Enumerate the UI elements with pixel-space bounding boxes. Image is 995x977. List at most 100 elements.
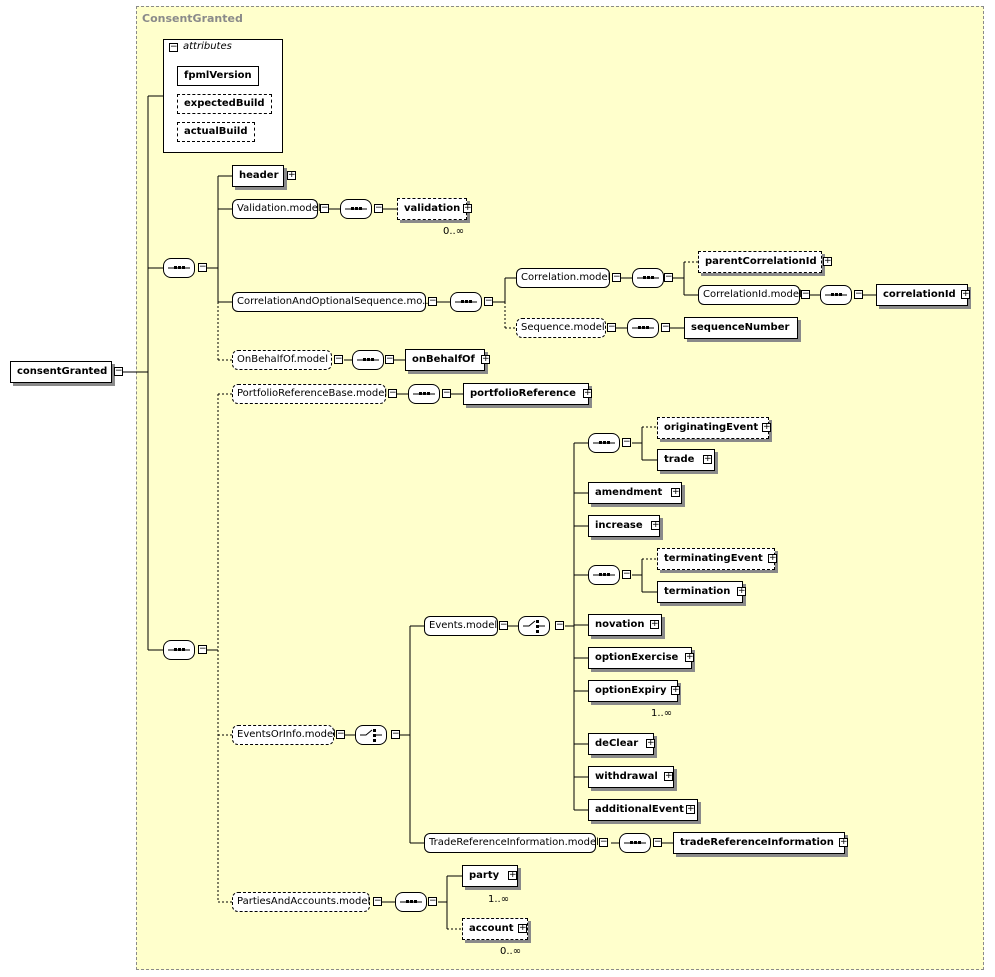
- element-portfolioReference[interactable]: portfolioReference: [463, 383, 589, 405]
- compositor-glyph: [637, 276, 659, 279]
- minus-box-icon[interactable]: −: [336, 729, 345, 739]
- minus-box-icon[interactable]: −: [607, 322, 616, 332]
- group-onBehalfOf-model[interactable]: OnBehalfOf.model: [232, 350, 332, 370]
- minus-box-icon[interactable]: −: [334, 354, 343, 364]
- element-increase[interactable]: increase: [588, 515, 660, 537]
- label: terminatingEvent: [664, 553, 763, 564]
- attr-actualBuild[interactable]: actualBuild: [177, 122, 255, 142]
- compositor-glyph: [624, 841, 646, 844]
- minus-box-icon[interactable]: −: [373, 896, 382, 906]
- plus-box-icon[interactable]: +: [671, 487, 680, 497]
- element-additionalEvent[interactable]: additionalEvent: [588, 799, 698, 821]
- group-correlationId-model[interactable]: CorrelationId.model: [698, 285, 802, 305]
- element-novation[interactable]: novation: [588, 614, 662, 636]
- element-correlationId[interactable]: correlationId: [876, 284, 968, 306]
- minus-box-icon[interactable]: −: [484, 296, 493, 306]
- plus-box-icon[interactable]: +: [686, 804, 695, 814]
- compositor-glyph: [523, 620, 545, 633]
- group-tradeReferenceInformation-model[interactable]: TradeReferenceInformation.model: [424, 833, 599, 853]
- element-party[interactable]: party: [462, 865, 518, 887]
- plus-box-icon[interactable]: +: [463, 203, 472, 213]
- minus-box-icon[interactable]: −: [391, 729, 400, 739]
- plus-box-icon[interactable]: +: [651, 520, 660, 530]
- element-tradeReferenceInformation[interactable]: tradeReferenceInformation: [673, 832, 845, 854]
- minus-box-icon[interactable]: −: [555, 620, 564, 630]
- minus-box-icon[interactable]: −: [661, 322, 670, 332]
- plus-box-icon[interactable]: +: [287, 170, 296, 180]
- group-validation-model[interactable]: Validation.model: [232, 199, 321, 219]
- element-onBehalfOf[interactable]: onBehalfOf: [405, 349, 485, 371]
- minus-box-icon[interactable]: −: [801, 289, 810, 299]
- element-optionExpiry[interactable]: optionExpiry: [588, 680, 678, 702]
- plus-box-icon[interactable]: +: [646, 738, 655, 748]
- minus-box-icon[interactable]: −: [622, 437, 631, 447]
- attr-fpmlVersion[interactable]: fpmlVersion: [177, 66, 259, 86]
- minus-box-icon[interactable]: −: [114, 366, 123, 376]
- minus-box-icon[interactable]: −: [198, 644, 207, 654]
- element-trade[interactable]: trade: [657, 449, 715, 471]
- plus-box-icon[interactable]: +: [508, 870, 517, 880]
- root-element[interactable]: consentGranted: [10, 361, 112, 383]
- plus-box-icon[interactable]: +: [703, 454, 712, 464]
- label: originatingEvent: [664, 422, 759, 433]
- minus-box-icon[interactable]: −: [374, 203, 383, 213]
- plus-box-icon[interactable]: +: [737, 586, 746, 596]
- label: TradeReferenceInformation.model: [429, 837, 599, 848]
- plus-box-icon[interactable]: +: [685, 652, 694, 662]
- minus-box-icon[interactable]: −: [622, 569, 631, 579]
- minus-box-icon[interactable]: −: [599, 837, 608, 847]
- plus-box-icon[interactable]: +: [664, 771, 673, 781]
- plus-box-icon[interactable]: +: [839, 837, 848, 847]
- group-portfolioReferenceBase-model[interactable]: PortfolioReferenceBase.model: [232, 384, 387, 404]
- multiplicity: 1..∞: [488, 894, 510, 905]
- label: portfolioReference: [470, 388, 576, 399]
- minus-box-icon[interactable]: −: [428, 896, 437, 906]
- element-originatingEvent[interactable]: originatingEvent: [657, 417, 769, 439]
- element-deClear[interactable]: deClear: [588, 733, 654, 755]
- minus-box-icon[interactable]: −: [385, 354, 394, 364]
- plus-box-icon[interactable]: +: [762, 422, 771, 432]
- minus-box-icon[interactable]: −: [612, 272, 621, 282]
- minus-box-icon[interactable]: −: [442, 388, 451, 398]
- plus-box-icon[interactable]: +: [481, 354, 490, 364]
- group-events-model[interactable]: Events.model: [424, 616, 498, 636]
- minus-box-icon[interactable]: −: [653, 837, 662, 847]
- compositor-glyph: [825, 293, 847, 296]
- group-partiesAndAccounts-model[interactable]: PartiesAndAccounts.model: [232, 892, 370, 912]
- label: correlationId: [883, 289, 956, 300]
- plus-box-icon[interactable]: +: [650, 619, 659, 629]
- minus-box-icon[interactable]: −: [664, 272, 673, 282]
- element-terminatingEvent[interactable]: terminatingEvent: [657, 548, 775, 570]
- plus-box-icon[interactable]: +: [823, 256, 832, 266]
- element-parentCorrelationId[interactable]: parentCorrelationId: [698, 251, 822, 273]
- minus-box-icon[interactable]: −: [428, 296, 437, 306]
- plus-box-icon[interactable]: +: [671, 685, 680, 695]
- minus-box-icon[interactable]: −: [388, 388, 397, 398]
- sequence-compositor-icon: [450, 292, 482, 312]
- attr-expectedBuild[interactable]: expectedBuild: [177, 94, 272, 114]
- element-optionExercise[interactable]: optionExercise: [588, 647, 692, 669]
- group-sequence-model[interactable]: Sequence.model: [516, 318, 606, 338]
- element-header[interactable]: header: [232, 165, 284, 187]
- minus-box-icon[interactable]: −: [854, 289, 863, 299]
- minus-box-icon[interactable]: −: [499, 620, 508, 630]
- element-amendment[interactable]: amendment: [588, 482, 682, 504]
- minus-box-icon[interactable]: −: [169, 42, 178, 52]
- minus-box-icon[interactable]: −: [320, 203, 329, 213]
- group-correlation-optional-sequence[interactable]: CorrelationAndOptionalSequence.mo...: [232, 292, 432, 312]
- group-eventsOrInfo-model[interactable]: EventsOrInfo.model: [232, 725, 336, 745]
- label: account: [469, 923, 514, 934]
- minus-box-icon[interactable]: −: [198, 262, 207, 272]
- plus-box-icon[interactable]: +: [961, 289, 970, 299]
- element-sequenceNumber[interactable]: sequenceNumber: [684, 317, 798, 339]
- element-account[interactable]: account: [462, 918, 528, 940]
- element-withdrawal[interactable]: withdrawal: [588, 766, 674, 788]
- element-termination[interactable]: termination: [657, 581, 743, 603]
- compositor-glyph: [360, 729, 382, 742]
- element-validation[interactable]: validation: [397, 198, 467, 220]
- group-correlation-model[interactable]: Correlation.model: [516, 268, 610, 288]
- plus-box-icon[interactable]: +: [583, 388, 592, 398]
- label: tradeReferenceInformation: [680, 837, 834, 848]
- plus-box-icon[interactable]: +: [768, 553, 777, 563]
- plus-box-icon[interactable]: +: [518, 923, 527, 933]
